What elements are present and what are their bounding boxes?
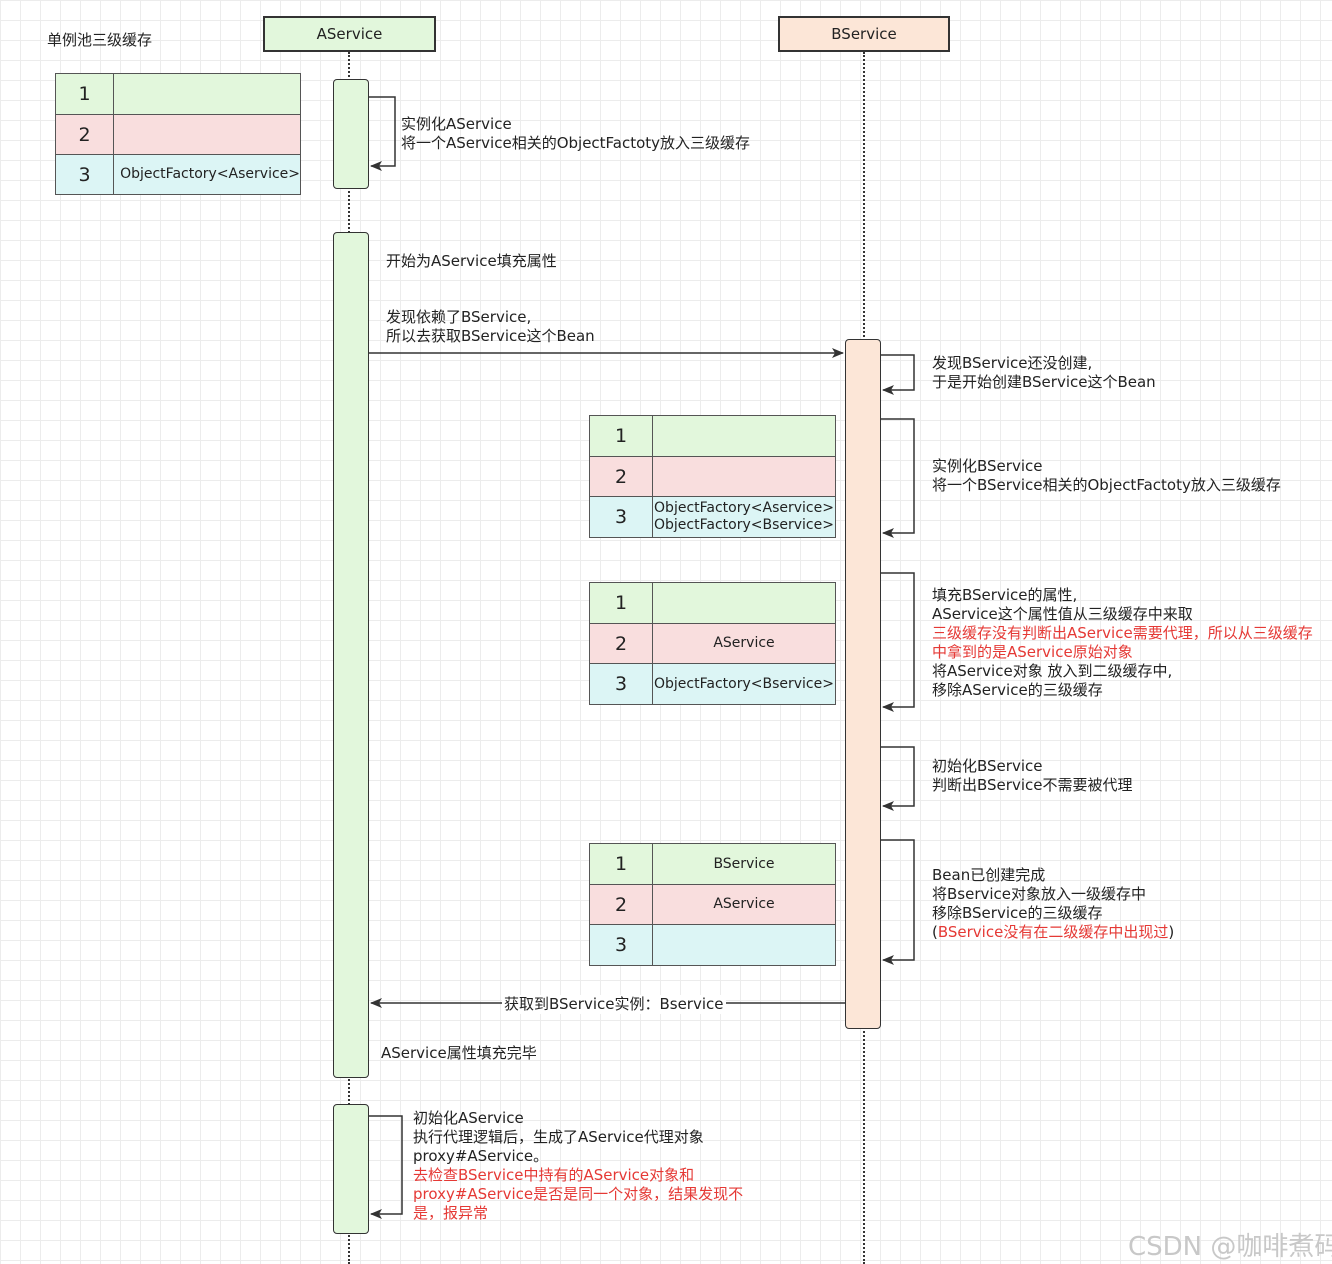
note-line: 发现依赖了BService,	[386, 308, 532, 326]
cache-level-2-value	[113, 114, 301, 155]
cache-level-3-value: ObjectFactory<Aservice>	[113, 154, 301, 195]
note-line: Bean已创建完成	[932, 866, 1046, 884]
note-a-depends: 发现依赖了BService, 所以去获取BService这个Bean	[386, 308, 595, 346]
aservice-activation-3	[333, 1104, 369, 1234]
cache-entry: ObjectFactory<Aservice>	[654, 500, 834, 516]
cache-level-2: 2	[589, 623, 653, 664]
note-line: proxy#AService。	[413, 1147, 549, 1165]
note-line-mixed: (BService没有在二级缓存中出现过)	[932, 923, 1174, 942]
cache-level-1: 1	[589, 843, 653, 885]
self-call-arrow-b3	[881, 572, 915, 712]
participant-aservice[interactable]: AService	[263, 16, 436, 52]
cache-level-1-value	[652, 415, 836, 457]
paren-close: )	[1168, 923, 1175, 941]
note-line: AService这个属性值从三级缓存中来取	[932, 605, 1193, 623]
note-line: 初始化BService	[932, 757, 1043, 775]
note-b-init: 初始化BService 判断出BService不需要被代理	[932, 757, 1132, 795]
note-line: 初始化AService	[413, 1109, 524, 1127]
note-line: 移除BService的三级缓存	[932, 904, 1103, 922]
cache-level-3: 3	[589, 663, 653, 705]
note-line: 实例化BService	[932, 457, 1043, 475]
note-b-not-created: 发现BService还没创建, 于是开始创建BService这个Bean	[932, 354, 1156, 392]
cache-level-2-value	[652, 456, 836, 497]
watermark: CSDN @咖啡煮码	[1128, 1232, 1332, 1262]
note-line-red: 去检查BService中持有的AService对象和	[413, 1166, 695, 1184]
note-a-init: 初始化AService 执行代理逻辑后，生成了AService代理对象 prox…	[413, 1109, 743, 1223]
self-call-arrow-b4	[881, 746, 915, 811]
cache-level-1-value	[652, 582, 836, 624]
participant-bservice[interactable]: BService	[778, 16, 950, 52]
bservice-activation	[845, 339, 881, 1029]
note-line: 填充BService的属性,	[932, 586, 1078, 604]
cache-level-1: 1	[54, 73, 115, 115]
note-line: 实例化AService	[401, 115, 512, 133]
cache-level-3-value: ObjectFactory<Aservice>ObjectFactory<Bse…	[652, 496, 836, 538]
cache-level-3: 3	[54, 154, 115, 195]
cache-level-1: 1	[589, 415, 653, 457]
note-b-instantiate: 实例化BService 将一个BService相关的ObjectFactoty放…	[932, 457, 1281, 495]
note-b-done: Bean已创建完成 将Bservice对象放入一级缓存中 移除BService的…	[932, 866, 1174, 942]
note-a-fill-done: AService属性填充完毕	[381, 1044, 537, 1062]
return-message-label: 获取到BService实例：Bservice	[502, 995, 726, 1014]
cache-level-2: 2	[589, 884, 653, 925]
self-call-arrow-a1	[369, 96, 396, 171]
note-line: 执行代理逻辑后，生成了AService代理对象	[413, 1128, 704, 1146]
cache-level-2: 2	[54, 114, 115, 155]
diagram-title: 单例池三级缓存	[47, 31, 153, 49]
self-call-arrow-b2	[881, 418, 915, 538]
cache-level-3: 3	[589, 924, 653, 966]
note-line: 移除AService的三级缓存	[932, 681, 1103, 699]
cache-level-1-value	[113, 73, 301, 115]
note-b-fill: 填充BService的属性, AService这个属性值从三级缓存中来取 三级缓…	[932, 586, 1313, 700]
aservice-activation-1	[333, 79, 369, 189]
note-line-red: proxy#AService是否是同一个对象，结果发现不	[413, 1185, 744, 1203]
note-line: 于是开始创建BService这个Bean	[932, 373, 1156, 391]
note-line: 发现BService还没创建,	[932, 354, 1093, 372]
paren-open: (	[932, 923, 938, 941]
self-call-arrow-b1	[881, 354, 915, 395]
note-a-fill-start: 开始为AService填充属性	[386, 252, 557, 270]
self-call-arrow-a3	[369, 1115, 403, 1219]
cache-level-3: 3	[589, 496, 653, 538]
note-a-instantiate: 实例化AService 将一个AService相关的ObjectFactoty放…	[401, 115, 750, 153]
note-line-red: 三级缓存没有判断出AService需要代理，所以从三级缓存	[932, 624, 1313, 642]
cache-level-2-value: AService	[652, 623, 836, 664]
note-line: 所以去获取BService这个Bean	[386, 327, 595, 345]
note-red-text: BService没有在二级缓存中出现过	[937, 923, 1169, 941]
note-line: 将一个BService相关的ObjectFactoty放入三级缓存	[932, 476, 1281, 494]
note-line: 将Bservice对象放入一级缓存中	[932, 885, 1147, 903]
self-call-arrow-b5	[881, 839, 915, 965]
note-line-red: 中拿到的是AService原始对象	[932, 643, 1133, 661]
cache-level-3-value: ObjectFactory<Bservice>	[652, 663, 836, 705]
cache-level-2: 2	[589, 456, 653, 497]
cache-level-3-value	[652, 924, 836, 966]
cache-level-1: 1	[589, 582, 653, 624]
aservice-activation-2	[333, 232, 369, 1078]
cache-level-2-value: AService	[652, 884, 836, 925]
cache-entry: ObjectFactory<Bservice>	[654, 517, 834, 533]
note-line: 将一个AService相关的ObjectFactoty放入三级缓存	[401, 134, 751, 152]
cache-level-1-value: BService	[652, 843, 836, 885]
note-line-red: 是，报异常	[413, 1204, 489, 1222]
note-line: 判断出BService不需要被代理	[932, 776, 1133, 794]
note-line: 将AService对象 放入到二级缓存中,	[932, 662, 1173, 680]
